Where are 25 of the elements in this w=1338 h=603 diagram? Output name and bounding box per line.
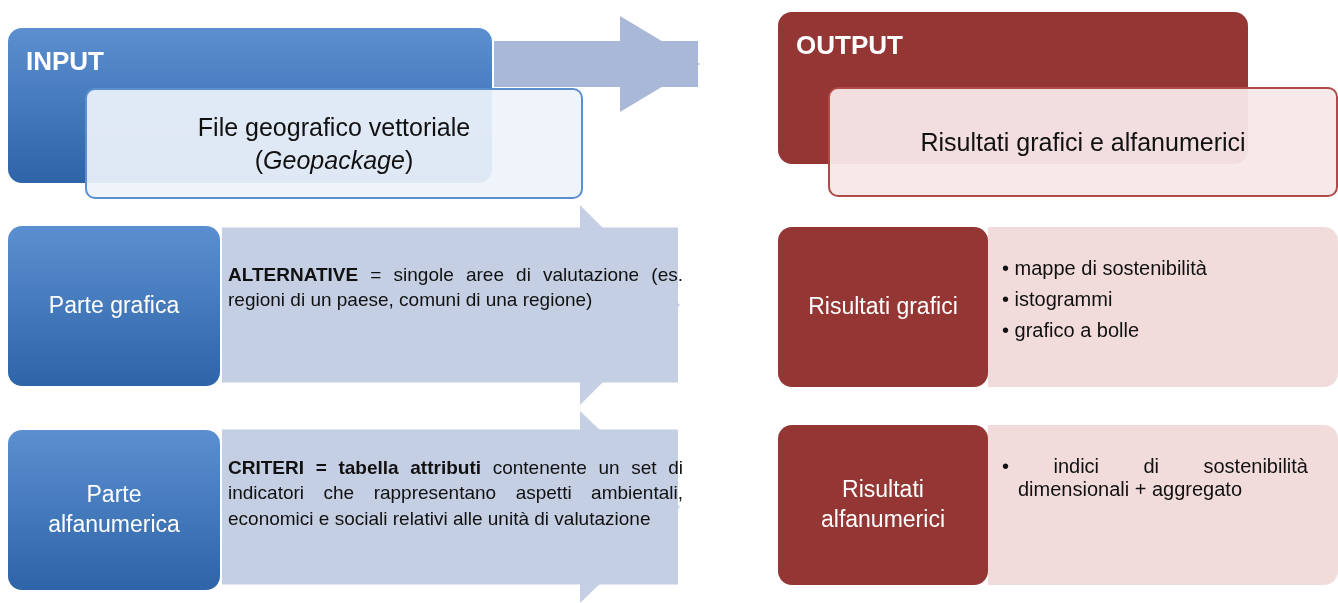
- category-box: [8, 430, 220, 590]
- box-heading: OUTPUT: [796, 30, 903, 61]
- edge-label: CRITERI = tabella attributi contenente un set di indicatori che rappresentano aspetti ambientali, economici e sociali relativi alle unità di valutazione: [228, 456, 683, 531]
- bullet-item: • mappe di sostenibilità: [1002, 257, 1208, 280]
- block-arrow: [222, 205, 680, 405]
- list-panel: [988, 227, 1338, 387]
- bullet-item: • grafico a bolle: [1002, 319, 1141, 342]
- bullet-item: • indici di sostenibilità dimensionali + aggregato: [1002, 455, 1308, 501]
- output-content-box: [828, 87, 1338, 197]
- box-heading: INPUT: [26, 46, 104, 77]
- box-label: Risultati alfanumerici: [820, 475, 946, 534]
- block-arrow: [222, 411, 680, 603]
- category-box: [778, 227, 988, 387]
- box-text: File geografico vettoriale (Geopackage): [196, 112, 472, 176]
- input-content-box: [85, 88, 583, 199]
- box-label: Parte grafica: [47, 291, 181, 321]
- box-text: Risultati grafici e alfanumerici: [920, 126, 1246, 158]
- category-box: [778, 425, 988, 585]
- category-box: [8, 226, 220, 386]
- box-label: Parte alfanumerica: [47, 480, 181, 539]
- block-arrow-connector: [494, 16, 700, 112]
- bullet-item: • istogrammi: [1002, 288, 1114, 311]
- box-label: Risultati grafici: [807, 292, 959, 322]
- edge-label: ALTERNATIVE = singole aree di valutazione (es. regioni di un paese, comuni di una regione): [228, 263, 683, 313]
- list-panel: [988, 425, 1338, 585]
